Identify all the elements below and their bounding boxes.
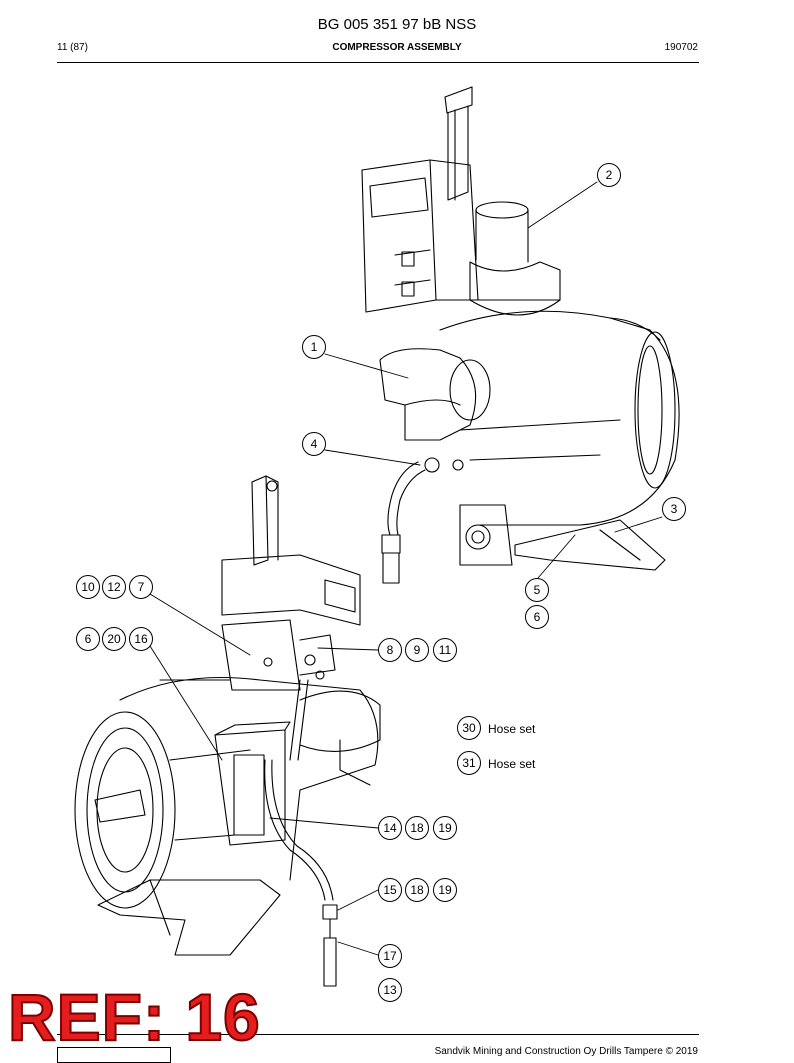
callout-31: 31	[457, 751, 481, 775]
hose-set-31-label: Hose set	[488, 757, 536, 771]
header-divider	[57, 62, 699, 63]
footer-copyright: Sandvik Mining and Construction Oy Drill…	[434, 1046, 698, 1057]
ref-stamp-watermark: REF: 16	[7, 980, 261, 1054]
callout-30: 30	[457, 716, 481, 740]
callout-19-second: 19	[433, 878, 457, 902]
document-date: 190702	[664, 42, 698, 53]
hose-set-30-label: Hose set	[488, 722, 536, 736]
callout-15: 15	[378, 878, 402, 902]
callout-8: 8	[378, 638, 402, 662]
callout-7: 7	[129, 575, 153, 599]
callout-1: 1	[302, 335, 326, 359]
callout-13: 13	[378, 978, 402, 1002]
callout-12: 12	[102, 575, 126, 599]
upper-assembly-view	[361, 86, 680, 584]
callout-3: 3	[662, 497, 686, 521]
callout-6-lower: 6	[76, 627, 100, 651]
callout-5: 5	[525, 578, 549, 602]
section-title: COMPRESSOR ASSEMBLY	[332, 42, 462, 53]
callout-16: 16	[129, 627, 153, 651]
lower-assembly-view	[74, 475, 381, 987]
callout-10: 10	[76, 575, 100, 599]
callout-11: 11	[433, 638, 457, 662]
callout-19-first: 19	[433, 816, 457, 840]
page-number: 11 (87)	[57, 42, 88, 53]
callout-14: 14	[378, 816, 402, 840]
document-title: BG 005 351 97 bB NSS	[317, 16, 477, 33]
callout-17: 17	[378, 944, 402, 968]
callout-20: 20	[102, 627, 126, 651]
callout-2: 2	[597, 163, 621, 187]
callout-18-first: 18	[405, 816, 429, 840]
callout-4: 4	[302, 432, 326, 456]
footer-divider	[57, 1034, 699, 1035]
callout-6-upper: 6	[525, 605, 549, 629]
callout-leader-lines	[149, 181, 663, 956]
callout-18-second: 18	[405, 878, 429, 902]
callout-9: 9	[405, 638, 429, 662]
